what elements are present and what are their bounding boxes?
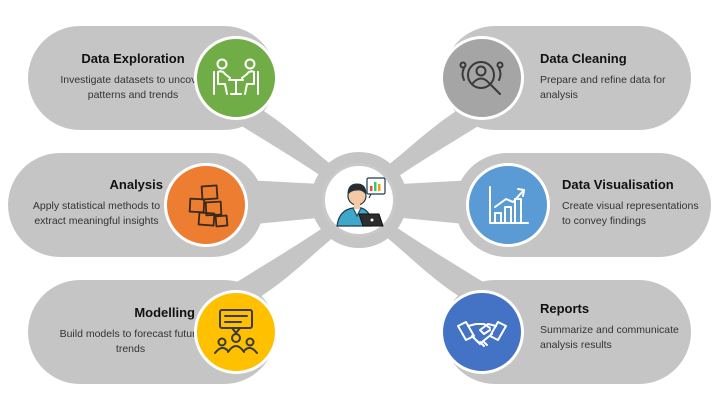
user-search-icon — [459, 61, 504, 95]
modelling-title: Modelling — [134, 305, 195, 320]
analysis-desc: Apply statistical methods to extract mea… — [32, 200, 161, 227]
analysis-circle — [164, 163, 248, 247]
exploration-title: Data Exploration — [81, 51, 185, 66]
reports-text: Reports Summarize and communicate analys… — [540, 301, 680, 353]
visualisation-title: Data Visualisation — [562, 177, 674, 192]
hub-circle — [322, 163, 396, 237]
analyst-laptop-icon — [336, 177, 386, 227]
reports-circle — [440, 290, 524, 374]
meeting-icon — [213, 58, 259, 95]
bar-chart-icon — [489, 186, 529, 224]
cleaning-desc: Prepare and refine data for analysis — [540, 74, 666, 101]
cleaning-text: Data Cleaning Prepare and refine data fo… — [540, 51, 680, 103]
modelling-desc: Build models to forecast future trends — [59, 328, 202, 355]
reports-desc: Summarize and communicate analysis resul… — [540, 324, 679, 351]
visualisation-circle — [466, 163, 550, 247]
presentation-group-icon — [214, 309, 258, 354]
analysis-text: Analysis Apply statistical methods to ex… — [24, 177, 169, 229]
exploration-circle — [194, 36, 278, 120]
cleaning-title: Data Cleaning — [540, 51, 627, 66]
modelling-circle — [194, 290, 278, 374]
cleaning-circle — [440, 36, 524, 120]
handshake-icon — [457, 321, 507, 347]
sticky-notes-icon — [188, 184, 229, 228]
visualisation-text: Data Visualisation Create visual represe… — [562, 177, 702, 229]
exploration-text: Data Exploration Investigate datasets to… — [58, 51, 208, 103]
analysis-title: Analysis — [109, 177, 163, 192]
reports-title: Reports — [540, 301, 590, 316]
visualisation-desc: Create visual representations to convey … — [562, 200, 699, 227]
exploration-desc: Investigate datasets to uncover patterns… — [60, 74, 206, 101]
modelling-text: Modelling Build models to forecast futur… — [58, 305, 203, 357]
